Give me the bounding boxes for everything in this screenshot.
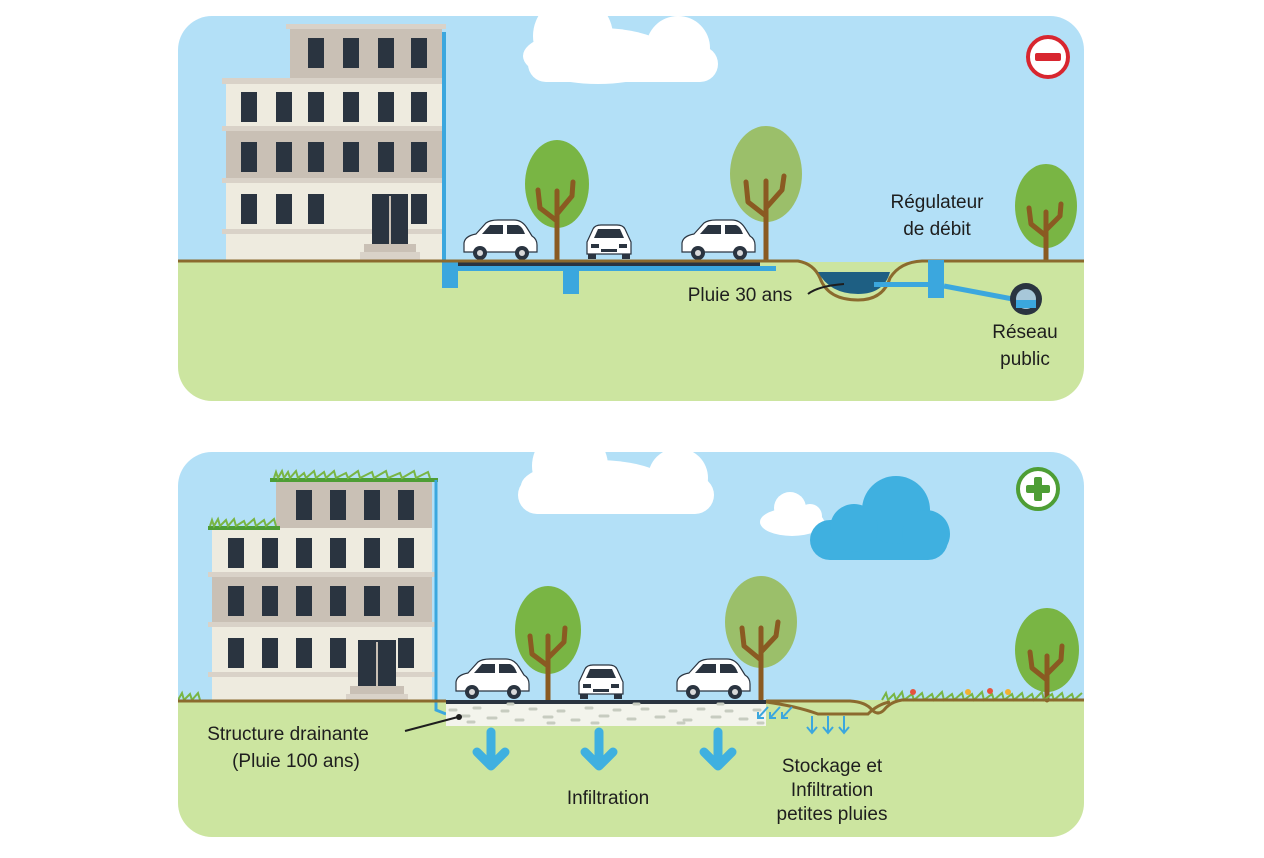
drain-pipe (446, 266, 776, 271)
cloud (518, 452, 714, 514)
drainage-structure (446, 702, 766, 726)
minus-icon (1026, 35, 1070, 79)
retention-basin-water (818, 272, 890, 294)
structure-label-line2: (Pluie 100 ans) (232, 751, 360, 772)
swale (765, 700, 891, 716)
green-roof (208, 526, 280, 530)
storage-label-line2: Infiltration (791, 780, 873, 801)
outlet-pipe (943, 283, 1019, 303)
storage-label-line1: Stockage et (782, 756, 883, 777)
downpipe (434, 480, 447, 716)
road (458, 260, 760, 266)
small-cloud (760, 492, 824, 536)
green-roof (270, 478, 438, 482)
outlet-pipe (874, 282, 944, 287)
regulator-label-line2: de débit (903, 219, 971, 240)
entrance-door (360, 194, 420, 260)
inspection-chamber (442, 260, 458, 288)
flowers (910, 688, 1011, 695)
inspection-chamber (563, 266, 579, 294)
building (208, 468, 438, 702)
ground (178, 262, 1084, 401)
flow-arrows-small (757, 706, 850, 735)
network-label-line2: public (1000, 349, 1050, 370)
structure-pointer (404, 716, 459, 732)
ground-line (178, 259, 1084, 302)
scene-top: Régulateur de débit Pluie 30 ans Réseau … (178, 16, 1084, 401)
building (222, 24, 446, 260)
regulator-label-line1: Régulateur (891, 192, 985, 213)
entrance-door (346, 640, 408, 702)
infiltration-arrows (472, 727, 737, 771)
cloud (523, 16, 718, 84)
road (446, 700, 766, 704)
structure-pointer-dot (456, 714, 462, 720)
rain-label: Pluie 30 ans (688, 285, 793, 306)
storage-label-line3: petites pluies (777, 804, 888, 825)
infiltration-label: Infiltration (567, 788, 649, 809)
tree (1015, 608, 1079, 703)
rain-pointer (807, 283, 845, 295)
panel-current-drainage: Régulateur de débit Pluie 30 ans Réseau … (178, 16, 1084, 401)
car (586, 224, 632, 260)
tree (515, 586, 581, 703)
tree (730, 126, 802, 263)
downpipe (442, 32, 446, 268)
panel-alternative-drainage: Structure drainante (Pluie 100 ans) Infi… (178, 452, 1084, 837)
tree (1015, 164, 1077, 263)
flow-regulator (928, 260, 944, 298)
structure-label-line1: Structure drainante (207, 724, 369, 745)
tree (525, 140, 589, 263)
ground-line (178, 698, 1084, 715)
rain-cloud (810, 476, 950, 560)
scene-bottom: Structure drainante (Pluie 100 ans) Infi… (178, 452, 1084, 837)
network-label-line1: Réseau (992, 322, 1058, 343)
tree (725, 576, 797, 703)
plus-icon (1016, 467, 1060, 511)
public-sewer (1010, 283, 1042, 315)
car (578, 664, 624, 700)
